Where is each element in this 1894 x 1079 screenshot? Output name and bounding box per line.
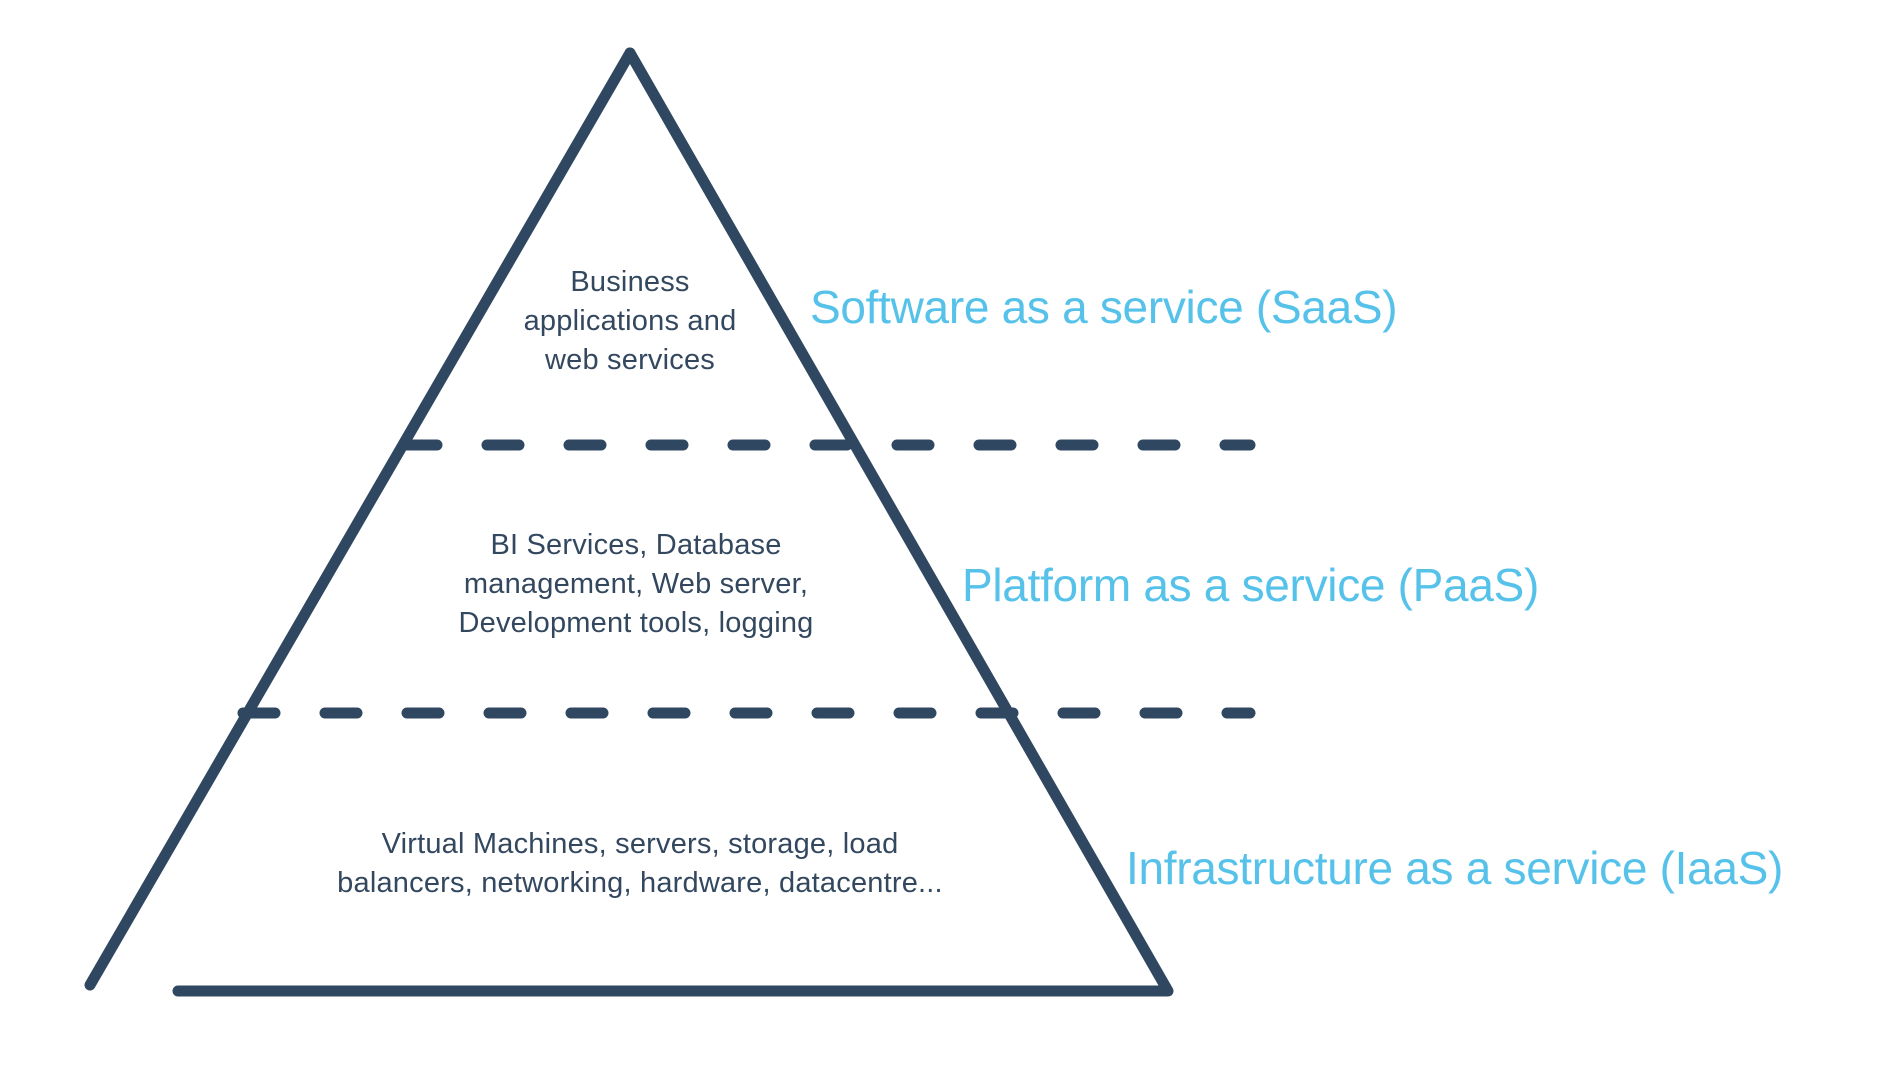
pyramid-left-edge: [84, 47, 636, 991]
iaas-layer-text-line-1: Virtual Machines, servers, storage, load: [381, 828, 899, 860]
saas-layer-text-line-3: web services: [544, 344, 715, 376]
paas-layer-text-line-2: management, Web server,: [463, 568, 809, 600]
paas-label: Platform as a service (PaaS): [962, 559, 1540, 611]
saas-layer-text: Business applications and web services: [430, 263, 830, 380]
saas-layer-text-line-1: Business: [570, 266, 690, 298]
iaas-label: Infrastructure as a service (IaaS): [1126, 842, 1784, 894]
iaas-layer-text: Virtual Machines, servers, storage, load…: [290, 825, 990, 903]
iaas-layer-text-line-2: balancers, networking, hardware, datacen…: [337, 867, 943, 899]
paas-layer-text-line-3: Development tools, logging: [458, 607, 814, 639]
pyramid-right-edge-and-base: [172, 47, 1174, 997]
paas-layer-text: BI Services, Database management, Web se…: [436, 526, 836, 643]
saas-layer-text-line-2: applications and: [523, 305, 737, 337]
saas-label: Software as a service (SaaS): [810, 281, 1398, 333]
paas-layer-text-line-1: BI Services, Database: [490, 529, 782, 561]
